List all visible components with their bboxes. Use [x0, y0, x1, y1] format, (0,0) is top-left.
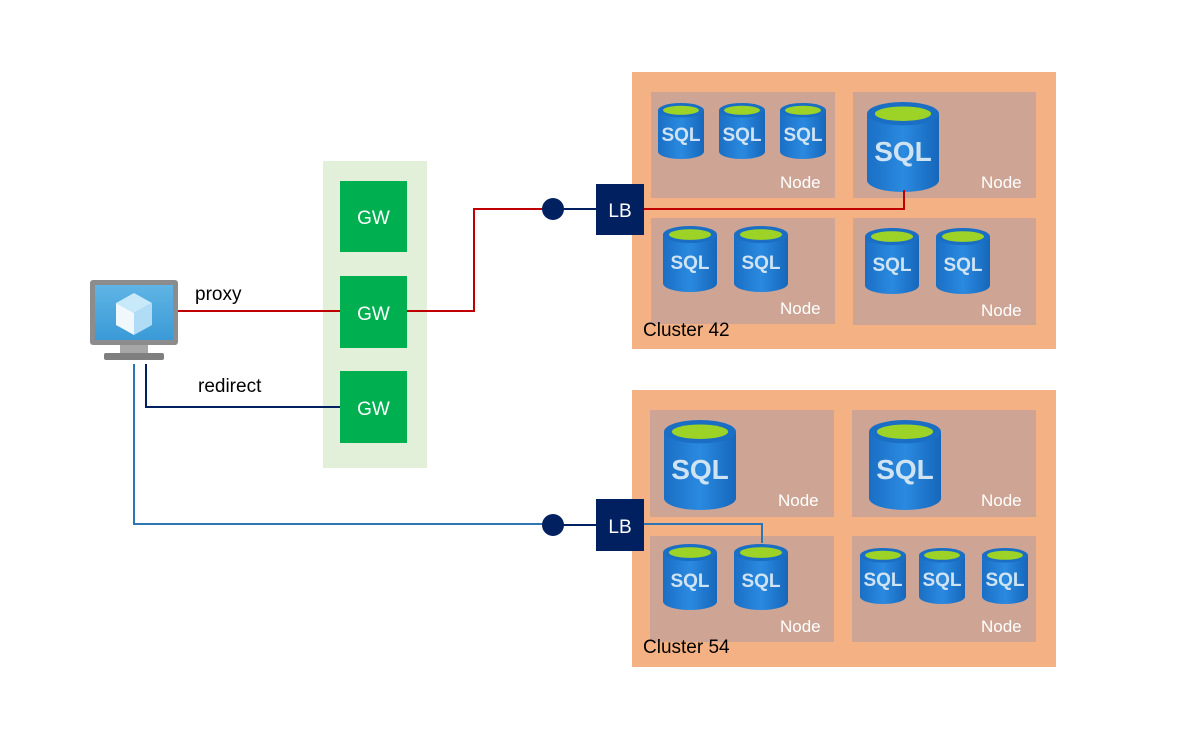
- cluster-name: Cluster 54: [643, 637, 730, 658]
- lb-to-sql-line: [644, 523, 763, 543]
- sql-database-icon: SQL: [719, 103, 765, 159]
- direct-line: [133, 364, 553, 525]
- proxy-label: proxy: [195, 284, 242, 305]
- node-label: Node: [780, 617, 821, 636]
- sql-label: SQL: [741, 253, 780, 274]
- gateway-box: [340, 371, 407, 443]
- endpoint-dot: [542, 514, 564, 536]
- sql-database-icon: SQL: [663, 544, 717, 610]
- sql-label: SQL: [874, 136, 932, 167]
- load-balancer-box: [596, 499, 644, 551]
- sql-database-icon: SQL: [734, 226, 788, 292]
- node-label: Node: [778, 491, 819, 510]
- sql-database-icon: SQL: [860, 548, 906, 604]
- redirect-line: [145, 364, 340, 408]
- sql-database-icon: SQL: [658, 103, 704, 159]
- node-label: Node: [981, 617, 1022, 636]
- node-label: Node: [780, 173, 821, 192]
- gateway-to-lb-line: [407, 208, 553, 312]
- gateway-group: GW GW GW: [323, 161, 427, 468]
- sql-database-icon: SQL: [865, 228, 919, 294]
- sql-database-icon: SQL: [919, 548, 965, 604]
- sql-label: SQL: [722, 125, 761, 146]
- cluster-name: Cluster 42: [643, 320, 730, 341]
- sql-database-icon: SQL: [734, 544, 788, 610]
- lb-to-sql-line: [644, 190, 905, 210]
- node-label: Node: [981, 491, 1022, 510]
- sql-label: SQL: [670, 253, 709, 274]
- sql-database-icon: SQL: [780, 103, 826, 159]
- load-balancer-box: [596, 184, 644, 235]
- sql-database-icon: SQL: [664, 420, 736, 510]
- sql-label: SQL: [922, 570, 961, 591]
- virtual-machine-monitor-icon: [90, 280, 178, 360]
- gateway-label: GW: [357, 304, 390, 325]
- gateway-box: [340, 181, 407, 252]
- sql-label: SQL: [872, 255, 911, 276]
- sql-label: SQL: [741, 571, 780, 592]
- load-balancer-42: LB: [596, 184, 644, 235]
- gateway-box: [340, 276, 407, 348]
- sql-label: SQL: [863, 570, 902, 591]
- redirect-label: redirect: [198, 376, 262, 397]
- cluster-42: Node Node Node Node Cluster 42 SQL SQL S…: [632, 72, 1056, 349]
- sql-database-icon: SQL: [982, 548, 1028, 604]
- sql-database-icon: SQL: [936, 228, 990, 294]
- sql-label: SQL: [876, 454, 934, 485]
- sql-label: SQL: [783, 125, 822, 146]
- sql-database-icon: SQL: [867, 102, 939, 193]
- sql-label: SQL: [943, 255, 982, 276]
- load-balancer-label: LB: [608, 201, 631, 222]
- sql-label: SQL: [661, 125, 700, 146]
- gateway-label: GW: [357, 208, 390, 229]
- load-balancer-54: LB: [596, 499, 644, 551]
- sql-label: SQL: [670, 571, 709, 592]
- gateway-label: GW: [357, 399, 390, 420]
- sql-database-icon: SQL: [869, 420, 941, 510]
- cluster-54: Node Node Node Node Cluster 54 SQL SQL S…: [632, 390, 1056, 667]
- endpoint-dot: [542, 198, 564, 220]
- node-label: Node: [981, 301, 1022, 320]
- sql-label: SQL: [671, 454, 729, 485]
- sql-database-icon: SQL: [663, 226, 717, 292]
- node-label: Node: [780, 299, 821, 318]
- node-label: Node: [981, 173, 1022, 192]
- sql-label: SQL: [985, 570, 1024, 591]
- load-balancer-label: LB: [608, 517, 631, 538]
